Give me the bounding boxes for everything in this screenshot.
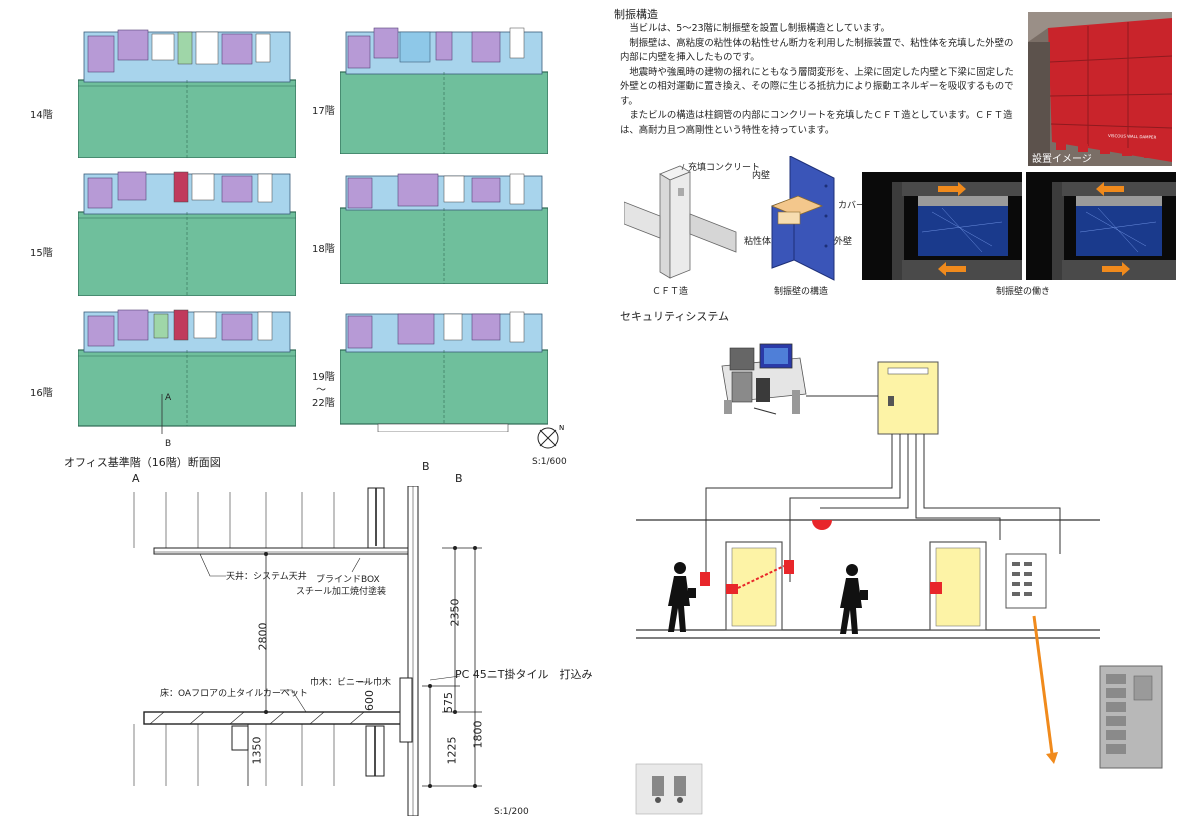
dim-2350: 2350 bbox=[448, 598, 462, 627]
floor-label-14: 14階 bbox=[30, 110, 53, 121]
security-diagram bbox=[635, 343, 1163, 815]
cft-caption: ＣＦＴ造 bbox=[652, 287, 689, 297]
ceiling-label: 天井：システム天井 bbox=[226, 572, 307, 582]
damper-photo-sign: VISCOUS WALL DAMPER bbox=[1108, 133, 1157, 140]
damping-paragraph-3: 地震時や強風時の建物の揺れにともなう層間変形を、上梁に固定した内壁と下梁に固定し… bbox=[620, 66, 1014, 107]
cft-concrete-label: 充填コンクリート bbox=[688, 163, 761, 173]
section-title: オフィス基準階（16階）断面図 bbox=[64, 456, 221, 469]
floor-plan-16 bbox=[78, 309, 296, 434]
plan-scale: S:1/600 bbox=[532, 457, 567, 467]
floor-plan-18 bbox=[340, 173, 548, 284]
monitor-desk-icon bbox=[721, 343, 807, 415]
section-drawing bbox=[133, 486, 482, 816]
dim-1225: 1225 bbox=[445, 736, 459, 765]
cft-diagram bbox=[624, 163, 737, 279]
section-axis-a: A bbox=[132, 472, 140, 485]
floor-plan-14 bbox=[78, 29, 296, 158]
baseboard-label: 巾木：ビニール巾木 bbox=[310, 678, 392, 688]
floor-label-18: 18階 bbox=[312, 244, 335, 255]
section-scale: S:1/200 bbox=[494, 807, 529, 817]
wall-label-inner: 内壁 bbox=[752, 171, 771, 181]
floor-label-15: 15階 bbox=[30, 248, 53, 259]
damping-paragraph-1: 当ビルは、5～23階に制振壁を設置し制振構造としています。 bbox=[629, 23, 890, 34]
floor-label-16: 16階 bbox=[30, 388, 53, 399]
damping-paragraph-2: 制振壁は、高粘度の粘性体の粘性せん断力を利用した制振装置で、粘性体を充填した外壁… bbox=[620, 37, 1014, 64]
pc-panel-label: PC 45ニT掛タイル 打込み bbox=[455, 668, 593, 681]
motion-caption: 制振壁の働き bbox=[996, 287, 1051, 297]
damping-motion-right bbox=[1026, 172, 1176, 280]
floor-plan-19-22 bbox=[340, 311, 548, 432]
wall-caption: 制振壁の構造 bbox=[774, 287, 829, 297]
section-axis-b-top: B bbox=[422, 460, 430, 473]
dim-575: 575 bbox=[442, 692, 455, 713]
damping-wall-diagram bbox=[770, 156, 835, 281]
damping-heading: 制振構造 bbox=[614, 8, 658, 21]
floor-finish-label: 床：OAフロアの上タイルカーペット bbox=[160, 689, 308, 699]
wall-label-viscous: 粘性体 bbox=[744, 237, 772, 247]
dim-1350: 1350 bbox=[250, 736, 264, 765]
damping-description: 当ビルは、5～23階に制振壁を設置し制振構造としています。 制振壁は、高粘度の粘… bbox=[620, 22, 1020, 138]
section-marker-b: B bbox=[165, 439, 172, 449]
floor-label-22: 22階 bbox=[312, 398, 335, 409]
wall-label-cover: カバー bbox=[838, 201, 866, 211]
damper-photo: VISCOUS WALL DAMPER 設置イメージ bbox=[1028, 12, 1172, 166]
damping-paragraph-4: またビルの構造は柱鋼管の内部にコンクリートを充填したＣＦＴ造としています。ＣＦＴ… bbox=[620, 110, 1013, 136]
floor-label-19: 19階 bbox=[312, 372, 335, 383]
wall-label-outer: 外壁 bbox=[834, 237, 853, 247]
section-marker-a: A bbox=[165, 393, 172, 403]
floor-label-17: 17階 bbox=[312, 106, 335, 117]
section-axis-b-right: B bbox=[455, 472, 463, 485]
damper-photo-caption: 設置イメージ bbox=[1032, 152, 1092, 165]
blind-box-finish-label: スチール加工焼付塗装 bbox=[296, 587, 387, 597]
north-compass-icon: N bbox=[537, 424, 564, 449]
dim-2800: 2800 bbox=[256, 622, 270, 651]
floor-plan-17 bbox=[340, 27, 548, 154]
blind-box-label: ブラインドBOX bbox=[316, 575, 380, 585]
dim-1800: 1800 bbox=[471, 720, 485, 749]
damping-motion-left bbox=[862, 172, 1022, 280]
floor-label-tilde: ～ bbox=[316, 385, 326, 396]
security-heading: セキュリティシステム bbox=[620, 310, 730, 323]
floor-plan-15 bbox=[78, 171, 296, 296]
svg-text:N: N bbox=[559, 424, 564, 432]
dim-600: 600 bbox=[363, 690, 376, 711]
